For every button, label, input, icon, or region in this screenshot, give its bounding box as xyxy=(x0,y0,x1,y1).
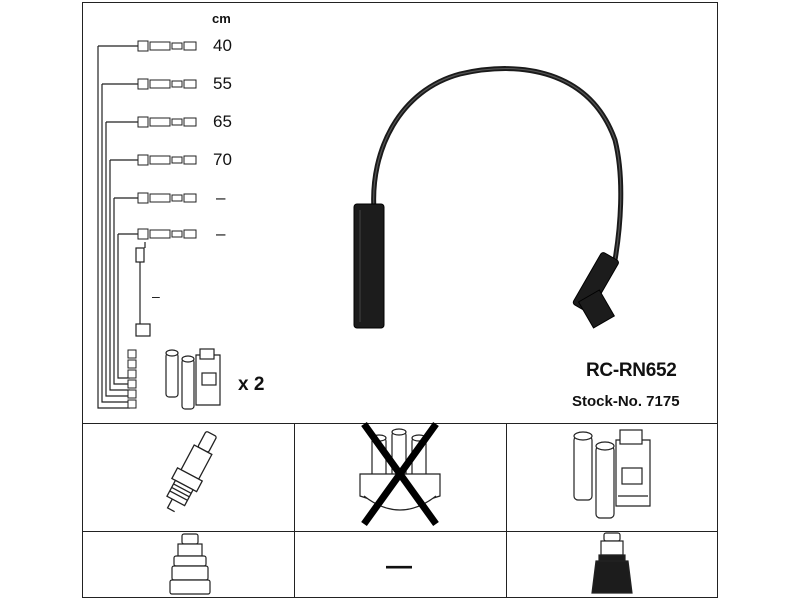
coil-boot-icon xyxy=(591,532,633,594)
length-label-6: – xyxy=(216,224,226,243)
cable-set-diagram xyxy=(97,40,197,409)
ignition-coil-large-icon xyxy=(573,429,651,519)
coil-wire-label: – xyxy=(152,288,160,304)
panel-divider-middle xyxy=(82,531,718,532)
cross-out-mark xyxy=(361,421,439,527)
unit-label: cm xyxy=(212,11,231,26)
connector xyxy=(137,78,197,90)
connector xyxy=(137,154,197,166)
length-label-4: 70 xyxy=(213,150,232,169)
spark-plug-icon xyxy=(166,431,217,513)
ignition-coil-icon xyxy=(165,348,221,410)
connector xyxy=(137,116,197,128)
connector xyxy=(137,40,197,52)
no-part-dash: — xyxy=(386,550,412,580)
panel-divider-right xyxy=(506,423,507,598)
ignition-cable-illustration xyxy=(353,66,624,329)
length-label-2: 55 xyxy=(213,74,232,93)
distributor-cap-icon xyxy=(359,421,441,527)
connector xyxy=(137,192,197,204)
product-code: RC-RN652 xyxy=(586,360,677,381)
diagram-frame xyxy=(82,2,718,598)
connector xyxy=(137,228,197,240)
quantity-label: x 2 xyxy=(238,374,265,395)
length-label-3: 65 xyxy=(213,112,232,131)
plug-boot-icon xyxy=(169,533,211,595)
length-label-5: – xyxy=(216,188,226,207)
stock-number: Stock-No. 7175 xyxy=(572,393,680,410)
panel-divider-top xyxy=(82,423,718,424)
panel-divider-left xyxy=(294,423,295,598)
length-label-1: 40 xyxy=(213,36,232,55)
